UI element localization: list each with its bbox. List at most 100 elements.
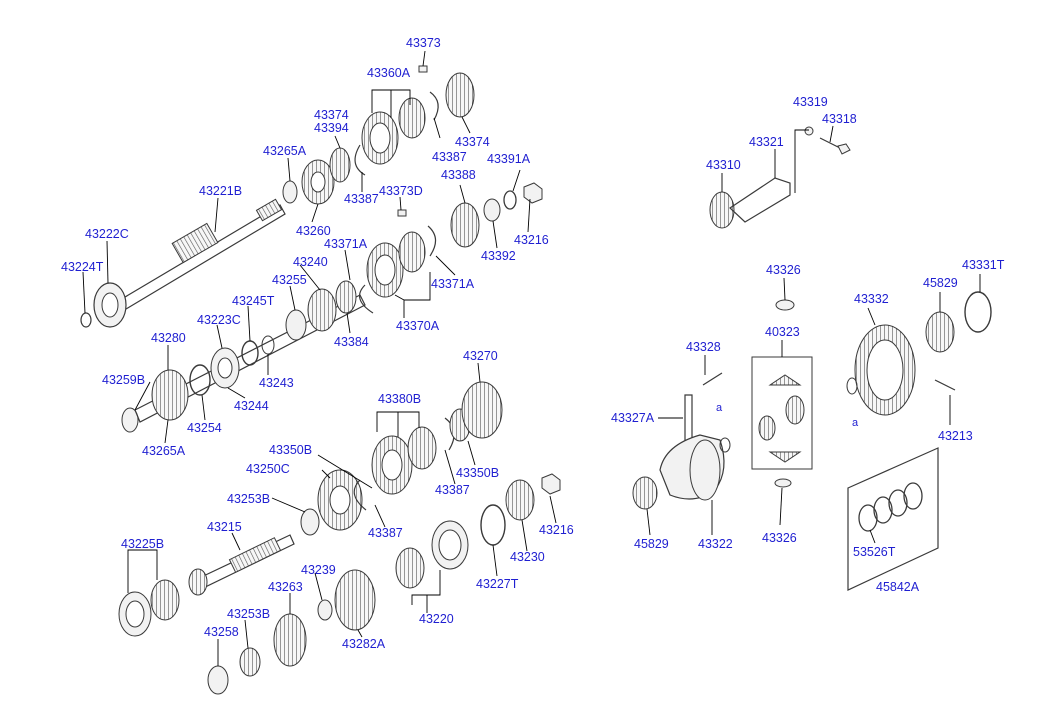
input-shaft-gear-part [171,222,219,264]
label-43360A[interactable]: 43360A [367,66,411,80]
label-43321[interactable]: 43321 [749,135,784,149]
label-43322[interactable]: 43322 [698,537,733,551]
label-43239[interactable]: 43239 [301,563,336,577]
label-43223C[interactable]: 43223C [197,313,241,327]
label-43265A[interactable]: 43265A [142,444,186,458]
label-43328[interactable]: 43328 [686,340,721,354]
label-43227T[interactable]: 43227T [476,577,519,591]
label-40323[interactable]: 40323 [765,325,800,339]
label-43243[interactable]: 43243 [259,376,294,390]
label-43263[interactable]: 43263 [268,580,303,594]
output-shaft-part [134,294,366,423]
label-45829[interactable]: 45829 [923,276,958,290]
label-43259B[interactable]: 43259B [102,373,146,387]
label-43373[interactable]: 43373 [406,36,441,50]
label-43213[interactable]: 43213 [938,429,973,443]
gear-43282A-part [334,569,376,631]
washer-a1-part [719,437,731,453]
label-43370A[interactable]: 43370A [396,319,440,333]
bearing-cone-43225B-part [150,579,180,621]
nut-43216a-part [523,182,543,204]
label-43332[interactable]: 43332 [854,292,889,306]
label-53526T[interactable]: 53526T [853,545,896,559]
label-43326[interactable]: 43326 [762,531,797,545]
label-43319[interactable]: 43319 [793,95,828,109]
label-43387[interactable]: 43387 [432,150,467,164]
label-45842A[interactable]: 45842A [876,580,920,594]
label-43282A[interactable]: 43282A [342,637,386,651]
label-43221B[interactable]: 43221B [199,184,243,198]
output-shaft-group [121,182,543,433]
gear-43260-bore-part [310,171,326,193]
label-43244[interactable]: 43244 [234,399,269,413]
shim-53526T-2-part [873,496,893,524]
label-43215[interactable]: 43215 [207,520,242,534]
label-43373D[interactable]: 43373D [379,184,423,198]
pin-43328-part [702,372,723,386]
label-43371A[interactable]: 43371A [324,237,368,251]
label-43387[interactable]: 43387 [368,526,403,540]
label-43331T[interactable]: 43331T [962,258,1005,272]
label-43253B[interactable]: 43253B [227,492,271,506]
label-43388[interactable]: 43388 [441,168,476,182]
collar-43259B-part [121,407,139,433]
label-43253B[interactable]: 43253B [227,607,271,621]
label-43245T[interactable]: 43245T [232,294,275,308]
ring-43254-part [189,364,211,396]
label-a[interactable]: a [716,402,723,414]
label-43310[interactable]: 43310 [706,158,741,172]
pinion-40323-left-part [758,415,776,441]
label-43280[interactable]: 43280 [151,331,186,345]
gear-43280-part [151,369,189,421]
hub-43380B-part [407,426,437,470]
label-43222C[interactable]: 43222C [85,227,129,241]
sleeve-43370A-bore-part [374,254,396,286]
spring-43371A-b-part [427,225,437,257]
label-43240[interactable]: 43240 [293,255,328,269]
gear-43270-part [461,381,503,439]
bearing-43253Bb-part [239,647,261,677]
label-a[interactable]: a [852,417,859,429]
gear-43230-part [505,479,535,521]
label-43327A[interactable]: 43327A [611,411,655,425]
collar-43253Ba-part [300,508,320,536]
input-shaft-spline-part [255,198,283,222]
label-43250C[interactable]: 43250C [246,462,290,476]
label-43220[interactable]: 43220 [419,612,454,626]
label-43374[interactable]: 43374 [314,108,349,122]
label-43394[interactable]: 43394 [314,121,349,135]
label-43260[interactable]: 43260 [296,224,331,238]
label-43391A[interactable]: 43391A [487,152,531,166]
box-45842A [847,447,939,591]
label-43392[interactable]: 43392 [481,249,516,263]
label-43384[interactable]: 43384 [334,335,369,349]
label-43374[interactable]: 43374 [455,135,490,149]
label-43216[interactable]: 43216 [514,233,549,247]
label-43224T[interactable]: 43224T [61,260,104,274]
bearing-cup-inner-part [125,600,145,628]
shim-53526T-1-part [858,504,878,532]
snap-ring-43224T-part [80,312,92,328]
label-45829[interactable]: 45829 [634,537,669,551]
label-43350B[interactable]: 43350B [269,443,313,457]
label-43371A[interactable]: 43371A [431,277,475,291]
label-43258[interactable]: 43258 [204,625,239,639]
label-43254[interactable]: 43254 [187,421,222,435]
label-43326[interactable]: 43326 [766,263,801,277]
label-43255[interactable]: 43255 [272,273,307,287]
case-flange-43322-part [689,439,721,501]
label-43387[interactable]: 43387 [435,483,470,497]
label-43265A[interactable]: 43265A [263,144,307,158]
label-43318[interactable]: 43318 [822,112,857,126]
bearing-inner-part [101,292,119,318]
bearing-43220-cone-part [395,547,425,589]
label-43230[interactable]: 43230 [510,550,545,564]
label-43270[interactable]: 43270 [463,349,498,363]
label-43225B[interactable]: 43225B [121,537,165,551]
label-43216[interactable]: 43216 [539,523,574,537]
key-43373D-part [397,209,407,217]
label-43380B[interactable]: 43380B [378,392,422,406]
label-43387[interactable]: 43387 [344,192,379,206]
label-43350B[interactable]: 43350B [456,466,500,480]
washer-43319-part [804,126,814,136]
